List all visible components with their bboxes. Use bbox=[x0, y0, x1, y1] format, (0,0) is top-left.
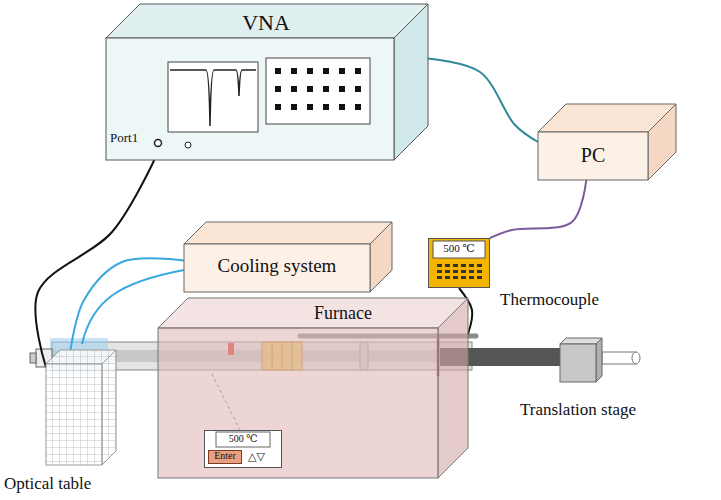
resonance-trace bbox=[170, 70, 256, 126]
vna-keypad bbox=[266, 58, 370, 124]
cable bbox=[35, 160, 154, 367]
vna-screen bbox=[168, 62, 258, 132]
translation-stage: Translation stage bbox=[560, 338, 602, 382]
node-label: Cooling system bbox=[218, 255, 337, 277]
node-label: Optical table bbox=[4, 474, 91, 494]
node-label: VNA bbox=[242, 10, 290, 35]
thermo-display bbox=[433, 241, 485, 258]
node-label: PC bbox=[581, 144, 605, 167]
node-label: 500 ℃ bbox=[443, 242, 475, 255]
stage-shaft bbox=[602, 352, 636, 364]
node-label: Translation stage bbox=[520, 400, 636, 420]
enter-key: Enter bbox=[208, 450, 242, 464]
furnace-panel: Enter 500 ℃ △▽ bbox=[204, 430, 282, 468]
optical-table-outline bbox=[46, 350, 116, 465]
translation-stage-outline bbox=[560, 338, 602, 382]
pc-box: PC bbox=[538, 104, 676, 180]
panel-display bbox=[216, 432, 270, 447]
node-label: Enter bbox=[214, 450, 236, 462]
node-label: 500 ℃ bbox=[229, 433, 258, 445]
optical-table: Optical table bbox=[46, 350, 116, 465]
cable bbox=[428, 59, 538, 142]
pc-box-outline bbox=[538, 104, 676, 180]
cooling-box: Cooling system bbox=[184, 222, 392, 292]
vna-box: VNA Port1 bbox=[106, 4, 428, 160]
shaft-end bbox=[632, 352, 640, 364]
node-sublabel: △▽ bbox=[248, 450, 265, 463]
thermocouple-reader: 500 ℃Thermocouple bbox=[428, 238, 490, 288]
port-socket bbox=[155, 140, 162, 147]
cable bbox=[490, 180, 586, 238]
node-sublabel: Port1 bbox=[110, 131, 138, 146]
port-socket bbox=[185, 142, 191, 148]
node-sublabel: Thermocouple bbox=[500, 290, 599, 310]
connector-pin bbox=[30, 353, 36, 363]
node-label: Furnace bbox=[314, 303, 372, 324]
furnace-box: Enter 500 ℃ △▽ Furnace bbox=[158, 298, 468, 478]
